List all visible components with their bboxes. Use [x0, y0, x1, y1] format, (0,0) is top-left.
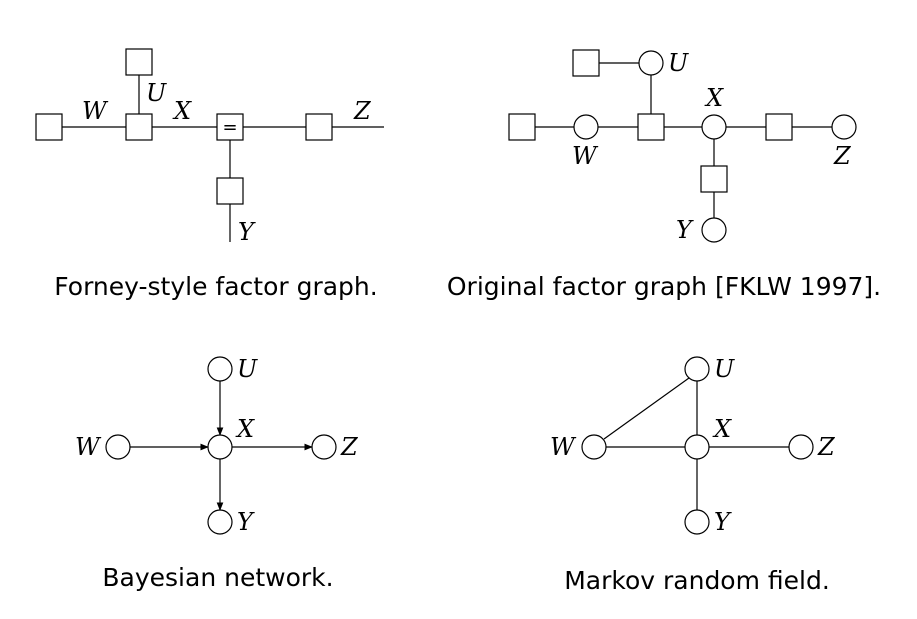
forney-label-w: W [82, 97, 109, 125]
original-var-y [701, 217, 727, 243]
markov-panel: W U X Z Y Markov random field. [550, 355, 836, 595]
mrf-label-x: X [712, 415, 732, 443]
markov-caption: Markov random field. [564, 566, 830, 595]
original-factor-z [765, 113, 793, 141]
forney-label-z: Z [353, 97, 372, 125]
bayesian-caption: Bayesian network. [102, 563, 333, 592]
original-label-w: W [572, 142, 599, 170]
original-var-x [701, 114, 727, 140]
original-var-u [638, 50, 664, 76]
bayes-label-u: U [237, 355, 258, 383]
original-label-x: X [704, 84, 724, 112]
forney-panel: = W U X Z Y Forney-style factor graph. [35, 48, 384, 301]
mrf-label-y: Y [714, 508, 732, 536]
bayes-label-y: Y [237, 508, 255, 536]
original-factor-y [700, 165, 728, 193]
forney-factor-w [35, 113, 63, 141]
forney-label-u: U [146, 79, 167, 107]
bayes-node-x [207, 434, 233, 460]
mrf-node-u [684, 356, 710, 382]
forney-factor-z [305, 113, 333, 141]
original-label-z: Z [833, 142, 852, 170]
mrf-edge-w-u [603, 377, 690, 440]
bayes-label-z: Z [340, 433, 359, 461]
mrf-label-z: Z [817, 433, 836, 461]
mrf-node-w [581, 434, 607, 460]
original-caption: Original factor graph [FKLW 1997]. [447, 272, 881, 301]
original-factor-x [637, 113, 665, 141]
forney-label-x: X [172, 97, 192, 125]
original-factor-w [508, 113, 536, 141]
forney-equality-node [216, 113, 244, 141]
mrf-node-z [788, 434, 814, 460]
original-var-w [573, 114, 599, 140]
mrf-node-y [684, 509, 710, 535]
bayes-label-x: X [235, 415, 255, 443]
forney-caption: Forney-style factor graph. [54, 272, 377, 301]
mrf-label-w: W [550, 433, 577, 461]
bayes-node-u [207, 356, 233, 382]
bayesian-panel: W U X Z Y Bayesian network. [75, 355, 359, 592]
mrf-node-x [684, 434, 710, 460]
bayes-label-w: W [75, 433, 102, 461]
mrf-label-u: U [714, 355, 735, 383]
original-factor-u [572, 49, 600, 77]
bayes-node-w [105, 434, 131, 460]
bayes-node-y [207, 509, 233, 535]
forney-label-y: Y [238, 218, 256, 246]
forney-factor-x [125, 113, 153, 141]
forney-equality-symbol: = [222, 117, 237, 138]
original-panel: U X W Z Y Original factor graph [FKLW 19… [447, 49, 881, 301]
forney-factor-u [125, 48, 153, 76]
original-var-z [831, 114, 857, 140]
forney-factor-y [216, 177, 244, 205]
original-label-u: U [668, 49, 689, 77]
bayes-node-z [311, 434, 337, 460]
original-label-y: Y [676, 216, 694, 244]
